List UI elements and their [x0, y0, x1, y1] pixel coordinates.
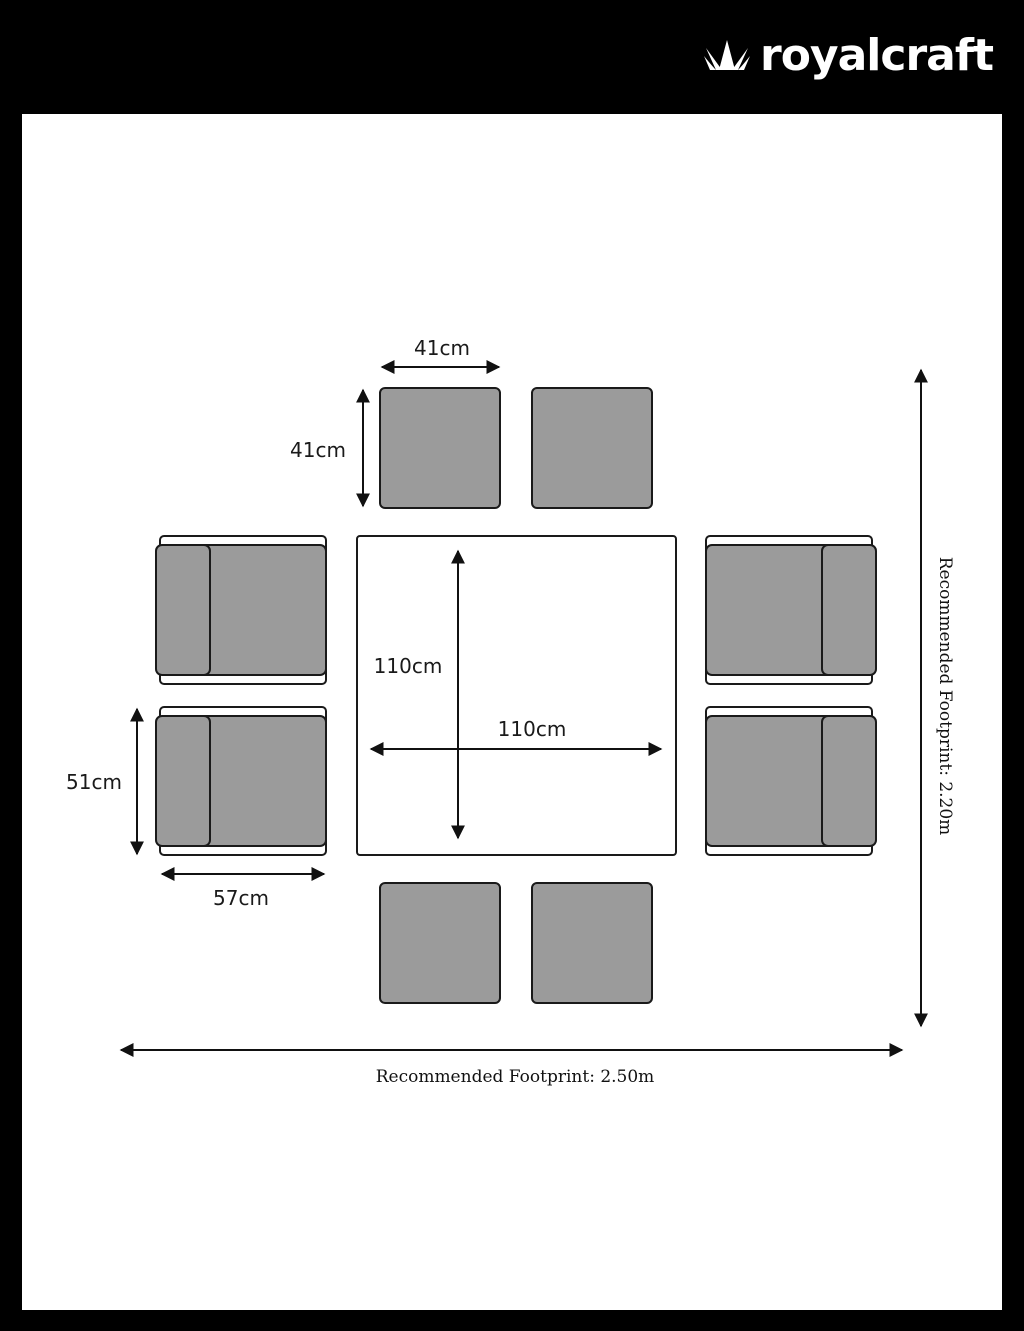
stool-width-label: 41cm	[414, 336, 470, 360]
chair-right-top	[705, 535, 877, 685]
stool-bottom-left	[379, 882, 501, 1004]
table-width-label: 110cm	[498, 717, 567, 741]
chair-left-top	[155, 535, 327, 685]
stool-top-left	[379, 387, 501, 509]
crown-icon	[704, 40, 750, 70]
brand-logo: royalcraft	[702, 28, 994, 84]
stool-top-right	[531, 387, 653, 509]
brand-name: royalcraft	[760, 30, 994, 81]
footprint-height-label: Recommended Footprint: 2.20m	[935, 557, 955, 836]
chair-width-label: 57cm	[213, 886, 269, 910]
footprint-width-label: Recommended Footprint: 2.50m	[376, 1067, 655, 1087]
chair-left-bottom	[155, 706, 327, 856]
dining-table	[356, 535, 677, 856]
stool-depth-label: 41cm	[290, 438, 346, 462]
chair-right-bottom	[705, 706, 877, 856]
stool-bottom-right	[531, 882, 653, 1004]
header-bar: royalcraft	[0, 0, 1024, 112]
chair-depth-label: 51cm	[66, 770, 122, 794]
table-depth-label: 110cm	[374, 654, 443, 678]
